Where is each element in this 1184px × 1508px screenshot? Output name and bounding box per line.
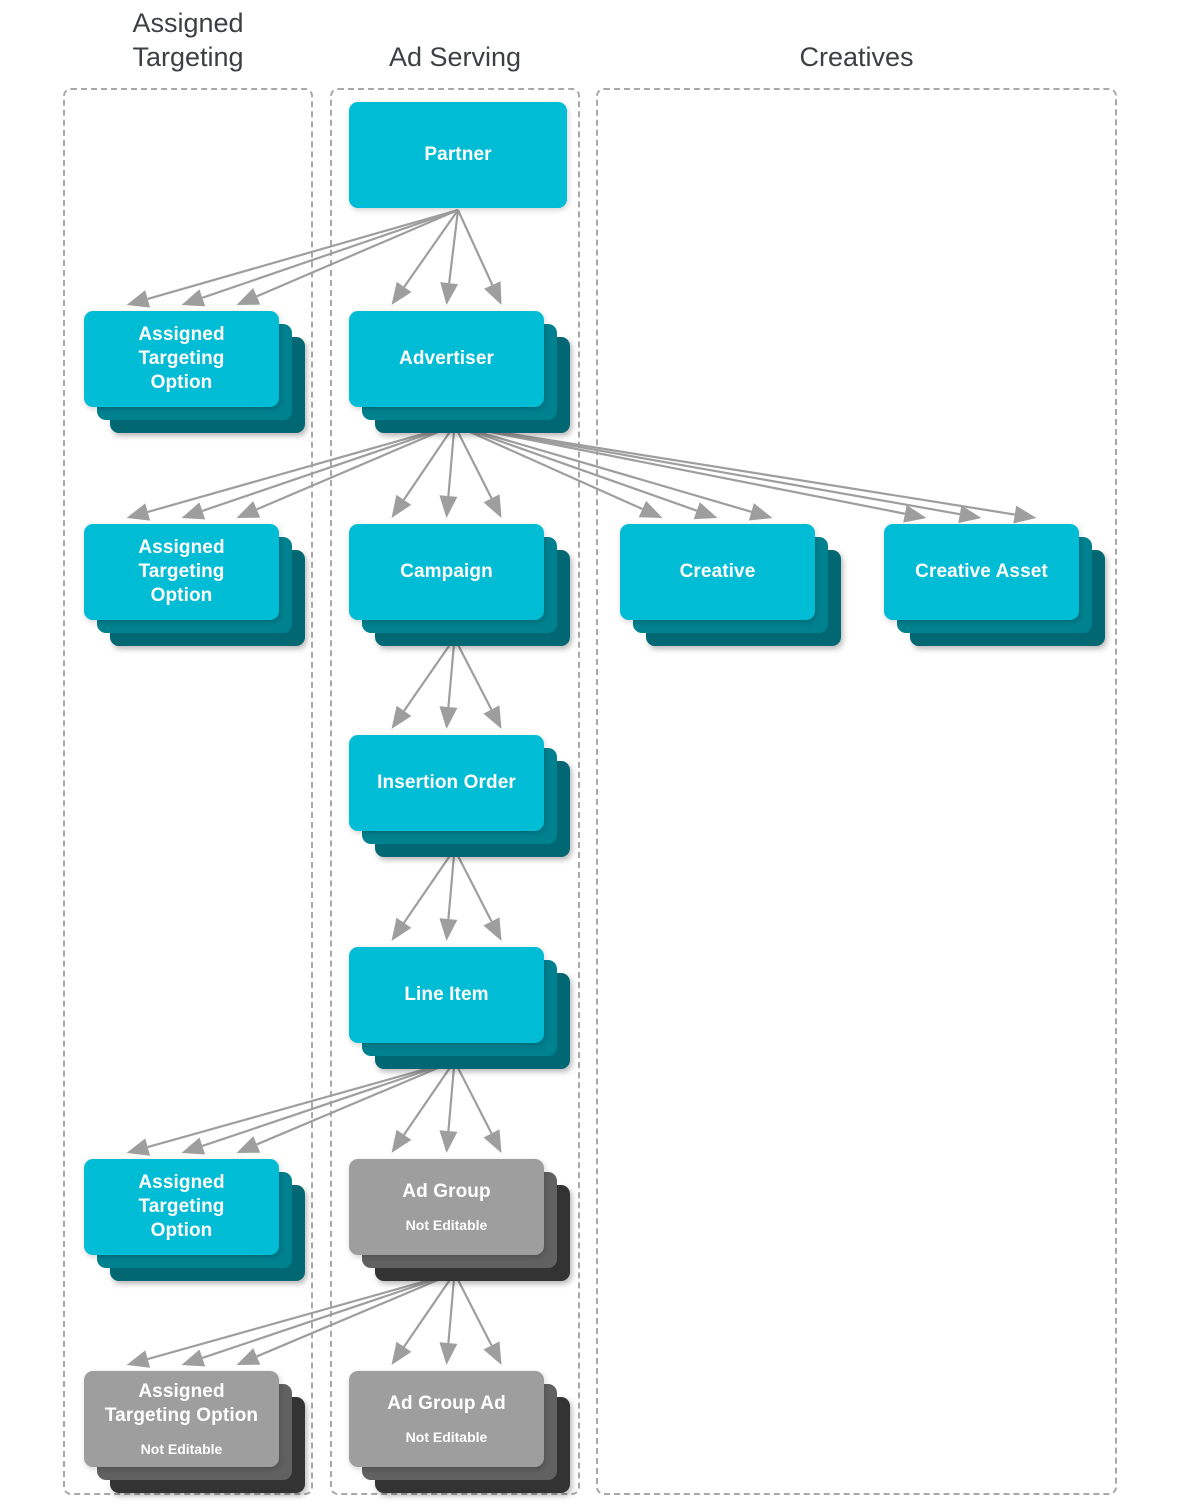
- node-assigned-targeting-option-advertiser[interactable]: Assigned Targeting Option: [84, 524, 305, 646]
- lane-title-ad-serving: Ad Serving: [388, 42, 522, 72]
- node-label: Assigned Targeting Option: [138, 324, 225, 393]
- node-advertiser[interactable]: Advertiser: [349, 311, 570, 433]
- node-label: Ad Group: [402, 1181, 491, 1202]
- node-label: Assigned Targeting Option: [138, 1172, 225, 1241]
- node-label: Advertiser: [399, 348, 494, 369]
- node-sublabel-not-editable: Not Editable: [405, 1429, 488, 1445]
- node-assigned-targeting-option-line-item[interactable]: Assigned Targeting Option: [84, 1159, 305, 1281]
- node-card[interactable]: Assigned Targeting Option: [84, 311, 279, 407]
- node-card[interactable]: Assigned Targeting Option: [84, 524, 279, 620]
- node-label: Line Item: [404, 984, 489, 1005]
- node-card[interactable]: Assigned Targeting Option: [84, 1159, 279, 1255]
- lane-title-assigned-targeting: Assigned Targeting: [132, 8, 244, 72]
- node-ad-group-ad[interactable]: Ad Group Ad Not Editable: [349, 1371, 570, 1493]
- node-label: Partner: [424, 144, 492, 165]
- node-card[interactable]: Advertiser: [349, 311, 544, 407]
- node-card[interactable]: Partner: [349, 102, 567, 208]
- node-label: Assigned Targeting Option: [138, 537, 225, 606]
- lane-container-creatives: [596, 88, 1117, 1495]
- node-creative[interactable]: Creative: [620, 524, 841, 646]
- node-label: Creative Asset: [915, 561, 1048, 582]
- node-card[interactable]: Campaign: [349, 524, 544, 620]
- node-sublabel-not-editable: Not Editable: [405, 1217, 488, 1233]
- lane-title-creatives: Creatives: [799, 42, 914, 72]
- node-card[interactable]: Line Item: [349, 947, 544, 1043]
- node-label: Campaign: [400, 561, 493, 582]
- node-card[interactable]: Creative Asset: [884, 524, 1079, 620]
- node-assigned-targeting-option-partner[interactable]: Assigned Targeting Option: [84, 311, 305, 433]
- node-sublabel-not-editable: Not Editable: [140, 1441, 223, 1457]
- node-card[interactable]: Ad Group Ad Not Editable: [349, 1371, 544, 1467]
- node-insertion-order[interactable]: Insertion Order: [349, 735, 570, 857]
- node-campaign[interactable]: Campaign: [349, 524, 570, 646]
- lane-container-assigned-targeting: [63, 88, 313, 1495]
- node-card[interactable]: Creative: [620, 524, 815, 620]
- node-label: Ad Group Ad: [387, 1393, 506, 1414]
- node-partner[interactable]: Partner: [349, 102, 593, 234]
- node-label: Creative: [679, 561, 756, 582]
- lane-container-ad-serving: [330, 88, 580, 1495]
- node-label: Insertion Order: [377, 772, 516, 793]
- node-card[interactable]: Insertion Order: [349, 735, 544, 831]
- node-creative-asset[interactable]: Creative Asset: [884, 524, 1105, 646]
- node-line-item[interactable]: Line Item: [349, 947, 570, 1069]
- node-label: Assigned Targeting Option: [104, 1381, 259, 1426]
